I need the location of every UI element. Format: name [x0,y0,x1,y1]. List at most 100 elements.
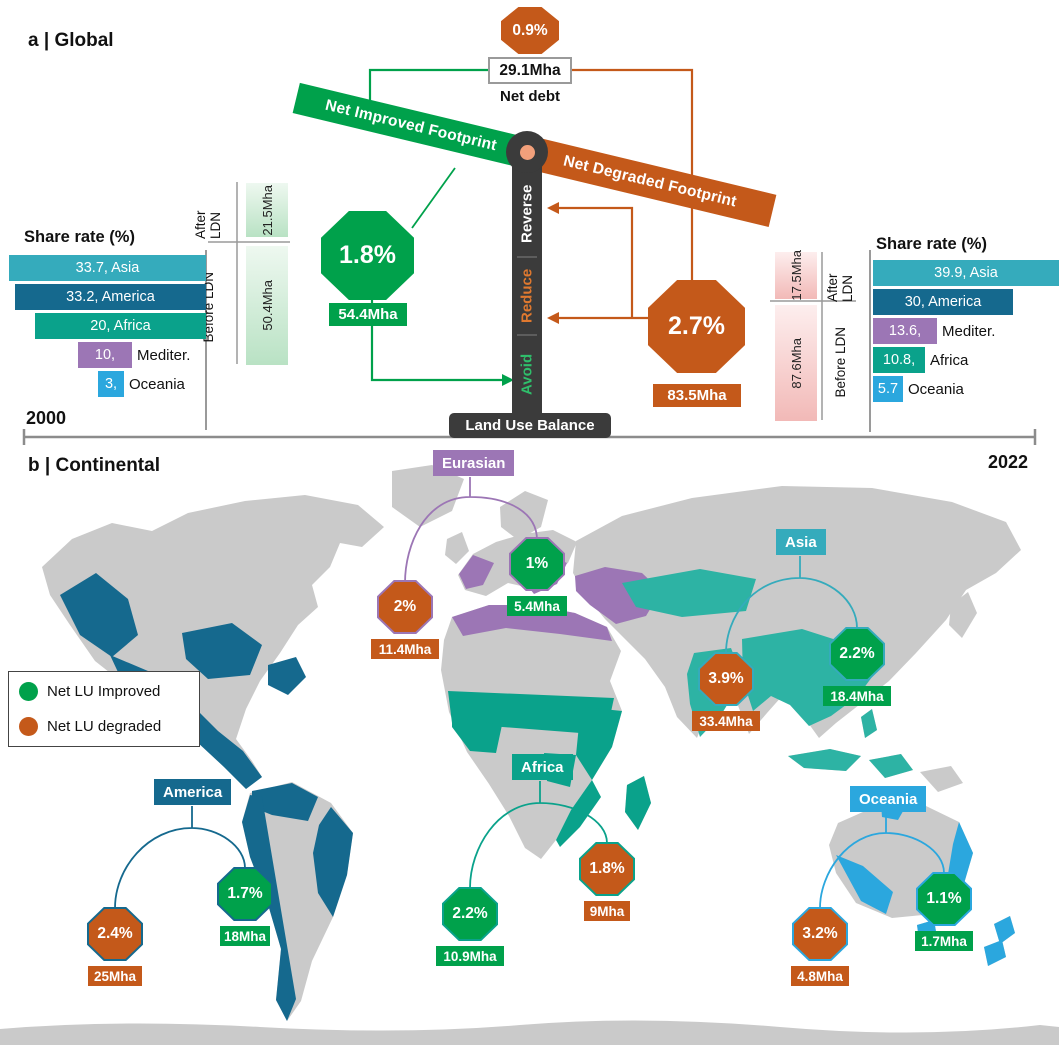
world-map [0,465,1059,1045]
improved-after-bar: 21.5Mha [246,183,288,237]
japan [949,592,977,638]
asia-degraded-mha: 33.4Mha [692,711,760,731]
timeline-start-year: 2000 [26,408,67,428]
share-bar-oceania: 3, [98,371,124,397]
oceania-improved-pct: 1.1% [918,874,970,924]
pillar-divider [517,334,537,336]
america-degraded-pct: 2.4% [89,909,141,959]
eurasian-degraded-pct: 2% [379,582,431,632]
degraded-legend-dot-icon [19,717,38,736]
share-bar-america: 33.2, America [15,284,206,310]
asia-improved-pct: 2.2% [831,629,883,679]
share-left-row-oceania: 3, Oceania [98,371,185,397]
africa-improved-mha: 10.9Mha [436,946,504,966]
share-bar-mediter: 13.6, [873,318,937,344]
land-use-balance-base: Land Use Balance [449,413,611,438]
africa-improved-pct: 2.2% [444,889,496,939]
balance-pivot-icon [506,131,548,173]
oceania-degraded-mha: 4.8Mha [791,966,849,986]
america-degraded-mha: 25Mha [88,966,142,986]
america-degraded-octagon: 2.4% [87,907,143,961]
ldn-pillar: Reverse Reduce Avoid [512,150,542,416]
africa-degraded-octagon: 1.8% [579,842,635,896]
scandinavia [500,491,548,540]
america-improved-mha: 18Mha [220,926,270,946]
degraded-pct-octagon: 2.7% [648,280,745,373]
eurasian-degraded-mha: 11.4Mha [371,639,439,659]
share-rate-left-title: Share rate (%) [24,228,135,246]
continent-asia [573,486,1021,738]
share-left-row-mediter: 10, Mediter. [78,342,190,368]
eurasian-improved-mha: 5.4Mha [507,596,567,616]
pillar-level-reverse: Reverse [518,184,536,244]
improved-before-bar: 50.4Mha [246,246,288,365]
america-improved-pct: 1.7% [219,869,271,919]
panel-b-title: b | Continental [28,455,160,476]
map-legend: Net LU Improved Net LU degraded [8,671,200,747]
panel-a-title: a | Global [28,30,114,51]
degraded-after-bar: 17.5Mha [775,250,817,301]
share-right-row-oceania: 5.7 Oceania [873,376,964,402]
arrowheads [502,202,559,386]
share-bar-oceania: 5.7 [873,376,903,402]
eurasian-degraded-octagon: 2% [377,580,433,634]
share-bar-asia: 39.9, Asia [873,260,1059,286]
greenland [392,465,464,527]
share-left-row-africa: 20, Africa [35,313,211,339]
asia-improved-mha: 18.4Mha [823,686,891,706]
africa-degraded-pct: 1.8% [581,844,633,894]
continent-label-eurasian: Eurasian [433,450,515,476]
asia-improved-octagon: 2.2% [829,627,885,681]
share-bar-asia: 33.7, Asia [9,255,206,281]
net-debt-value-box: 29.1Mha [488,57,572,84]
continent-label-asia: Asia [776,529,826,555]
asia-degraded-pct: 3.9% [700,654,752,704]
axis-brackets [205,182,871,432]
share-left-row-asia: 33.7, Asia [9,255,211,281]
share-right-row-africa: 10.8, Africa [873,347,968,373]
africa-improved-octagon: 2.2% [442,887,498,941]
share-bar-africa: 10.8, [873,347,925,373]
oceania-degraded-pct: 3.2% [794,909,846,959]
legend-row-improved: Net LU Improved [19,682,189,701]
share-bar-africa: 20, Africa [35,313,206,339]
oceania-improved-octagon: 1.1% [916,872,972,926]
pillar-level-reduce: Reduce [518,268,536,324]
share-rate-right-title: Share rate (%) [876,235,987,253]
oceania-improved-mha: 1.7Mha [915,931,973,951]
continent-africa [441,605,622,859]
degraded-before-ldn-label: Before LDN [832,326,848,398]
share-right-row-mediter: 13.6, Mediter. [873,318,995,344]
share-bar-mediter: 10, [78,342,132,368]
degraded-after-ldn-label: After LDN [825,273,855,302]
share-left-row-america: 33.2, America [15,284,211,310]
pillar-level-avoid: Avoid [518,353,536,395]
degraded-before-bar: 87.6Mha [775,305,817,421]
british-isles [445,532,469,564]
continent-label-oceania: Oceania [850,786,927,812]
pivot-dot-icon [519,144,535,160]
continent-label-africa: Africa [512,754,573,780]
share-right-row-america: 30, America [873,289,1018,315]
antarctica-band [0,1020,1059,1045]
legend-row-degraded: Net LU degraded [19,717,189,736]
improved-after-ldn-label: After LDN [193,210,223,239]
share-right-row-asia: 39.9, Asia [873,260,1059,286]
net-debt-pct-octagon: 0.9% [501,7,559,54]
asia-degraded-octagon: 3.9% [698,652,754,706]
oceania-degraded-octagon: 3.2% [792,907,848,961]
improved-legend-dot-icon [19,682,38,701]
africa-degraded-mha: 9Mha [584,901,630,921]
improved-total-label: 54.4Mha [329,303,407,326]
net-debt-caption: Net debt [500,88,560,105]
share-bar-america: 30, America [873,289,1013,315]
continent-label-america: America [154,779,232,805]
panel-a-connectors [368,68,694,382]
continent-connectors [114,477,945,909]
america-improved-octagon: 1.7% [217,867,273,921]
improved-pct-octagon: 1.8% [321,211,414,300]
eurasian-improved-octagon: 1% [509,537,565,591]
degraded-total-label: 83.5Mha [653,384,741,407]
pillar-divider [517,256,537,258]
